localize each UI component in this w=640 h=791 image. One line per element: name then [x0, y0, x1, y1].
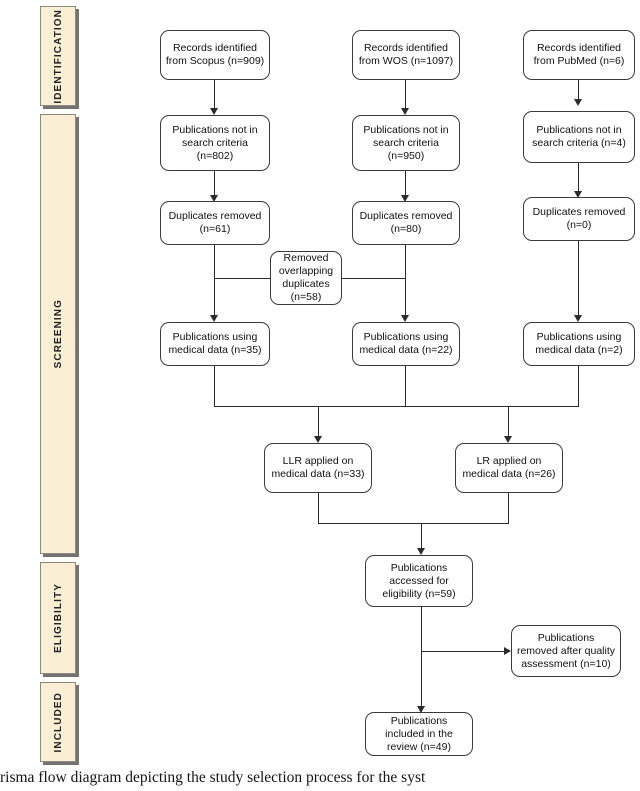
- arrow-wos-r2-r3: [401, 195, 409, 202]
- arrow-pubmed-r3-r4: [574, 315, 582, 322]
- stage-label-included: INCLUDED: [52, 691, 64, 753]
- connector-pubmed-r1-r2: [578, 80, 580, 102]
- connector-pubmed-r3-r4: [578, 241, 580, 318]
- connector-medical-pubmed-down: [578, 366, 580, 407]
- connector-wos-r3-r4: [405, 245, 407, 318]
- node-removed-overlapping: Removed overlapping duplicates (n=58): [270, 251, 342, 305]
- node-included: Publications included in the review (n=4…: [365, 712, 473, 756]
- node-lr-applied: LR applied on medical data (n=26): [455, 443, 563, 493]
- arrow-eligibility-to-removed: [504, 647, 511, 655]
- connector-medical-wos-down: [405, 366, 407, 407]
- arrow-eligibility-to-included: [417, 706, 425, 713]
- node-medical-scopus: Publications using medical data (n=35): [160, 322, 270, 366]
- node-duplicates-scopus: Duplicates removed (n=61): [160, 201, 270, 245]
- arrow-wos-r1-r2: [401, 108, 409, 115]
- node-medical-wos: Publications using medical data (n=22): [352, 322, 460, 366]
- node-not-criteria-pubmed: Publications not in search criteria (n=4…: [523, 111, 635, 163]
- arrow-scopus-r1-r2: [210, 108, 218, 115]
- node-llr-applied: LLR applied on medical data (n=33): [264, 443, 372, 493]
- connector-lr-down: [508, 493, 510, 524]
- connector-scopus-r1-r2: [214, 80, 216, 111]
- stage-label-identification: IDENTIFICATION: [52, 8, 64, 104]
- stage-bar-eligibility: ELIGIBILITY: [40, 562, 76, 674]
- node-removed-quality: Publications removed after quality asses…: [511, 625, 621, 677]
- arrow-pubmed-r2-r3: [574, 191, 582, 198]
- stage-bar-screening: SCREENING: [40, 114, 76, 554]
- connector-eligibility-to-removed: [421, 651, 506, 653]
- arrow-scopus-r3-r4: [210, 315, 218, 322]
- connector-pubmed-r2-r3: [578, 163, 580, 194]
- connector-bus-to-eligibility: [421, 523, 423, 551]
- stage-bar-included: INCLUDED: [40, 682, 76, 762]
- arrow-wos-r3-r4: [401, 315, 409, 322]
- node-not-criteria-scopus: Publications not in search criteria (n=8…: [160, 115, 270, 171]
- node-records-wos: Records identified from WOS (n=1097): [352, 30, 460, 80]
- connector-bus-to-llr: [318, 406, 320, 439]
- connector-llr-down: [318, 493, 320, 524]
- connector-eligibility-down: [421, 607, 423, 717]
- stage-bar-identification: IDENTIFICATION: [40, 6, 76, 106]
- arrow-scopus-r2-r3: [210, 195, 218, 202]
- arrow-bus-to-lr: [504, 436, 512, 443]
- stage-label-screening: SCREENING: [52, 299, 64, 369]
- connector-medical-merge-bus: [214, 406, 579, 408]
- connector-overlap-to-wos: [341, 278, 406, 280]
- node-records-pubmed: Records identified from PubMed (n=6): [523, 30, 635, 80]
- connector-scopus-r2-r3: [214, 171, 216, 198]
- connector-llr-lr-merge-bus: [318, 523, 509, 525]
- connector-medical-scopus-down: [214, 366, 216, 407]
- figure-caption: risma flow diagram depicting the study s…: [0, 769, 426, 786]
- connector-overlap-to-scopus: [214, 278, 271, 280]
- arrow-bus-to-llr: [314, 436, 322, 443]
- connector-bus-to-lr: [508, 406, 510, 439]
- arrow-bus-to-eligibility: [417, 548, 425, 555]
- arrow-pubmed-r1-r2: [574, 99, 582, 106]
- connector-scopus-r3-r4: [214, 245, 216, 318]
- node-records-scopus: Records identified from Scopus (n=909): [160, 30, 270, 80]
- node-medical-pubmed: Publications using medical data (n=2): [523, 322, 635, 366]
- node-not-criteria-wos: Publications not in search criteria (n=9…: [352, 115, 460, 171]
- node-duplicates-wos: Duplicates removed (n=80): [352, 201, 460, 245]
- stage-label-eligibility: ELIGIBILITY: [52, 583, 64, 653]
- connector-wos-r1-r2: [405, 80, 407, 111]
- node-eligibility: Publications accessed for eligibility (n…: [365, 555, 473, 607]
- node-duplicates-pubmed: Duplicates removed (n=0): [523, 197, 635, 241]
- connector-wos-r2-r3: [405, 171, 407, 198]
